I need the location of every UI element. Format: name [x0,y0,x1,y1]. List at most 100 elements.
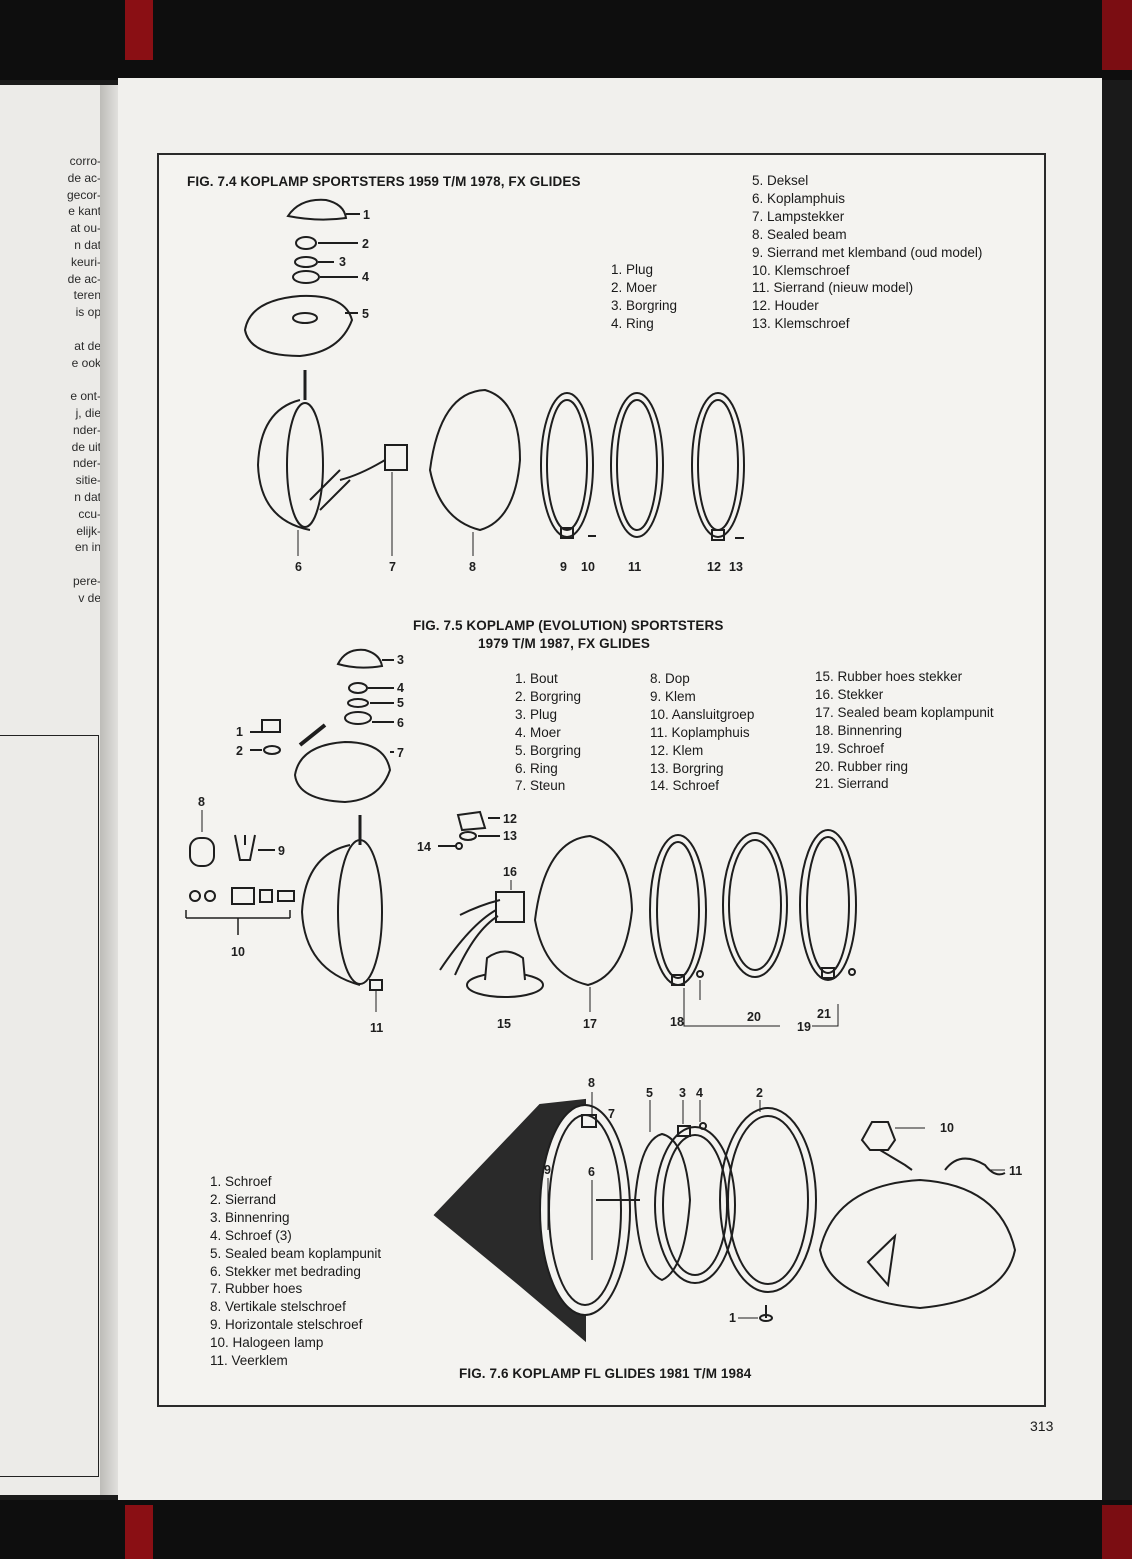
adjust-screw-part [581,1114,597,1128]
washer-part [292,270,320,284]
callout-label: 8 [469,560,476,574]
callout-label: 21 [817,1007,831,1021]
legend-item: 12. Houder [752,298,819,314]
legend-item: 11. Veerklem [210,1353,288,1369]
left-page: corro- de ac- gecor- e kant at ou- n dat… [0,85,105,1495]
callout-label: 7 [397,746,404,760]
text-line: n dat [74,237,101,252]
legend-item: 1. Schroef [210,1174,272,1189]
inner-ring-part [654,1126,736,1284]
trim-ring-inner [616,399,658,531]
clamp-part [234,834,256,861]
bottom-dark-band [0,1500,1132,1559]
holder-part [711,529,725,541]
callout-label: 11 [628,560,641,574]
callout-label: 7 [389,560,396,574]
legend-item: 13. Klemschroef [752,316,850,332]
cover-hole [292,312,318,324]
top-dark-band [0,0,1132,80]
red-edge-marker [125,0,153,60]
ring-clamp [671,974,685,986]
callout-label: 14 [417,840,431,854]
callout-label: 10 [940,1121,954,1135]
halogen-bulb-part [860,1121,897,1151]
halogen-bulb-part [879,1149,913,1171]
clamp-part [560,527,574,539]
callout-label: 3 [397,653,404,667]
callout-label: 10 [581,560,595,574]
legend-item: 2. Moer [611,279,657,295]
text-line: j, die [75,405,101,420]
callout-label: 1 [236,725,243,739]
ring-part [344,711,372,725]
legend-item: 9. Horizontale stelschroef [210,1317,363,1333]
callout-label: 3 [679,1086,686,1100]
text-line: sitie- [75,473,101,488]
connector-plug-part [495,891,525,923]
fig75-legend-c: 15. Rubber hoes stekker 16. Stekker 17. … [815,668,994,793]
trim-ring-new [610,392,664,538]
callout-label: 17 [583,1017,597,1031]
trim-ring-part [719,1107,817,1293]
callout-label: 5 [397,696,404,710]
callout-label: 9 [278,844,285,858]
legend-item: 18. Binnenring [815,722,903,738]
text-line: nder- [72,422,101,437]
fig76-legend: 1. Schroef 2. Sierrand 3. Binnenring 4. … [210,1173,381,1370]
sealed-beam-part [533,834,634,987]
ring-part [294,256,318,268]
text-line: de ac- [67,170,101,185]
text-line: en in [74,540,101,555]
trim-ring-inner [546,399,588,531]
callout-label: 20 [747,1010,761,1024]
fig75-title-line1: FIG. 7.5 KOPLAMP (EVOLUTION) SPORTSTERS [413,618,724,633]
callout-label: 2 [362,237,369,251]
callout-label: 8 [588,1076,595,1090]
leader-line [683,980,839,1027]
callout-label: 13 [729,560,743,574]
reflector-part [818,1178,1017,1310]
connector-group [185,887,295,935]
text-line: gecor- [66,187,101,202]
callout-label: 10 [231,945,245,959]
callout-label: 15 [497,1017,511,1031]
legend-item: 5. Borgring [515,742,582,758]
legend-item: 20. Rubber ring [815,758,909,774]
screw-head [759,1314,773,1322]
lock-ring-part [459,831,477,841]
wire-lead [309,469,351,511]
text-line: v de [78,590,101,605]
callout-label: 19 [797,1020,811,1034]
callout-label: 2 [756,1086,763,1100]
text-line: pere- [72,573,101,588]
callout-label: 16 [503,865,517,879]
sealed-beam-part [633,1132,692,1282]
plug-cap-part [286,198,348,221]
trim-ring-inner [727,1115,809,1285]
legend-item: 4. Schroef (3) [210,1227,292,1243]
trim-ring-inner [806,836,850,974]
reflector-window [866,1233,897,1288]
housing-shell [300,844,361,986]
legend-item: 1. Plug [611,262,654,277]
lock-ring-part [347,698,369,708]
rubber-ring-part [722,832,788,978]
holder-ring [691,392,745,538]
legend-item: 2. Sierrand [210,1191,277,1207]
cover-part [243,294,354,358]
legend-item: 11. Sierrand (nieuw model) [752,280,914,296]
callout-label: 11 [370,1021,383,1035]
legend-item: 3. Plug [515,706,558,722]
sealed-beam-part [428,388,522,532]
callout-label: 2 [236,744,243,758]
callout-label: 5 [362,307,369,321]
text-line: corro- [69,154,101,168]
fig74-legend-a: 1. Plug 2. Moer 3. Borgring 4. Ring [611,261,677,333]
fig76-title: FIG. 7.6 KOPLAMP FL GLIDES 1981 T/M 1984 [459,1366,752,1381]
ring-clamp [677,1125,691,1137]
legend-item: 10. Halogeen lamp [210,1335,324,1351]
fig74-drawing [243,198,745,556]
legend-item: 7. Steun [515,778,566,794]
fig74-legend-b: 5. Deksel 6. Koplamphuis 7. Lampstekker … [752,172,982,333]
legend-item: 9. Sierrand met klemband (oud model) [752,244,983,260]
